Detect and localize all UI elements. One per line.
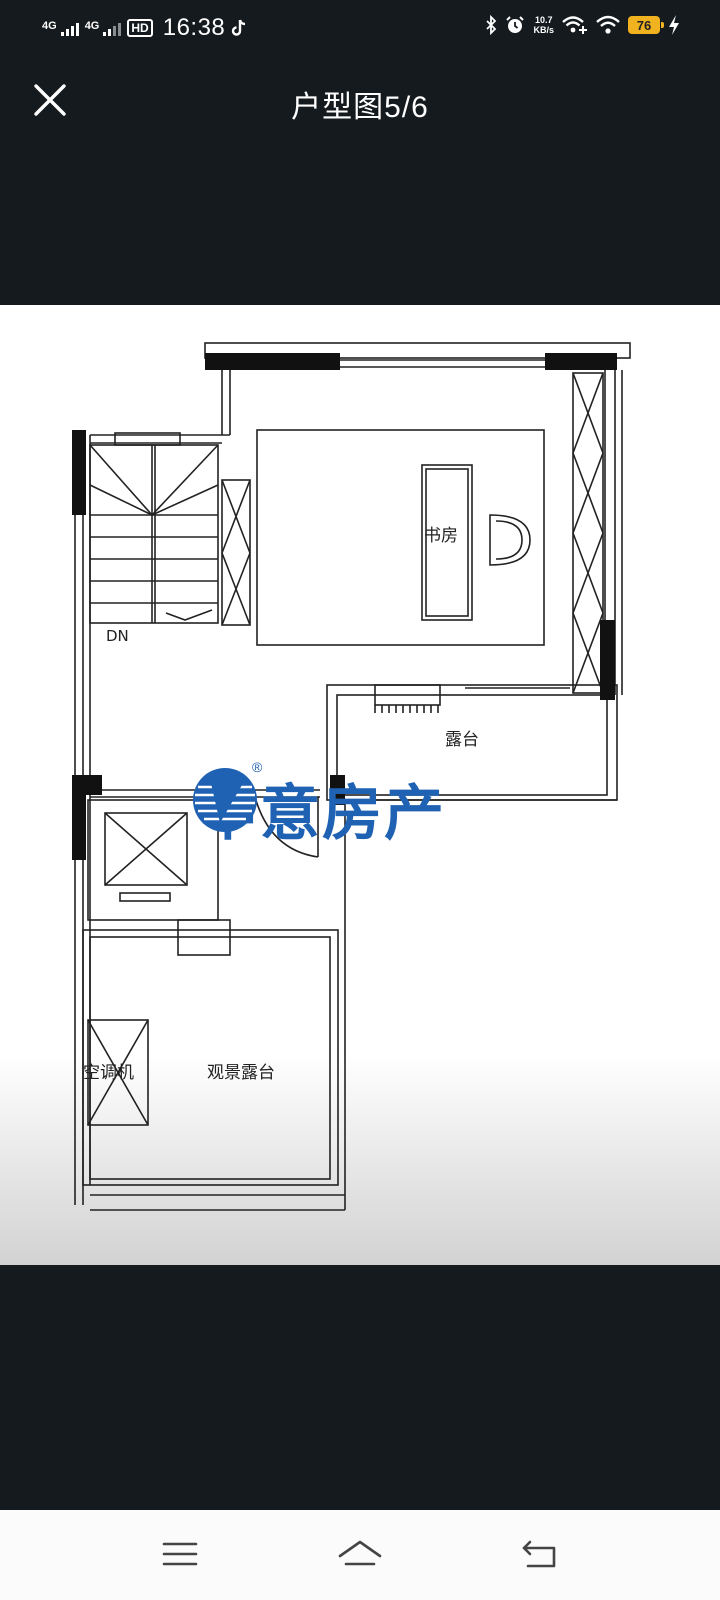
- clock: 16:38: [162, 14, 226, 41]
- tiktok-icon: [232, 19, 246, 36]
- wifi-plus-icon: [562, 16, 587, 34]
- viewer-header: 户型图5/6: [0, 56, 720, 144]
- floor-plan-drawing: [72, 342, 631, 1211]
- bluetooth-icon: [486, 15, 497, 35]
- alarm-icon: [506, 16, 525, 33]
- system-nav-bar: [0, 1510, 720, 1600]
- net-speed-unit: KB/s: [533, 25, 554, 35]
- status-bar: 4G 4G HD 16:38 10.7 KB/s: [0, 0, 720, 56]
- room-label-view-terrace: 观景露台: [207, 1063, 275, 1083]
- signal-1-icon: 4G: [42, 20, 79, 36]
- close-button[interactable]: [28, 78, 72, 122]
- signal-2-icon: 4G: [85, 20, 122, 36]
- network-type-1: 4G: [42, 20, 57, 32]
- page-title: 户型图5/6: [291, 91, 429, 124]
- close-icon: [34, 84, 66, 116]
- room-label-ac-unit: 空调机: [83, 1063, 134, 1083]
- menu-icon: [162, 1542, 198, 1566]
- back-button[interactable]: [510, 1530, 570, 1580]
- brand-logo-icon: [193, 768, 257, 832]
- home-icon: [338, 1540, 382, 1566]
- network-type-2: 4G: [84, 20, 100, 32]
- net-speed-value: 10.7: [534, 15, 553, 25]
- net-speed: 10.7 KB/s: [533, 15, 554, 35]
- registered-mark: ®: [252, 759, 263, 775]
- watermark: ® 中意房产: [190, 759, 446, 852]
- room-label-study: 书房: [424, 526, 458, 546]
- hd-icon: HD: [127, 19, 153, 37]
- battery-indicator: 76: [628, 16, 664, 34]
- charging-icon: [669, 15, 679, 35]
- wifi-icon: [596, 15, 620, 34]
- stair-label-dn: DN: [106, 627, 129, 645]
- floor-plan-image[interactable]: 书房 DN 露台 空调机 观景露台 ® 中意房产: [0, 305, 720, 1265]
- menu-button[interactable]: [150, 1530, 210, 1580]
- back-icon: [522, 1540, 556, 1568]
- room-label-terrace: 露台: [445, 730, 479, 750]
- home-button[interactable]: [330, 1530, 390, 1580]
